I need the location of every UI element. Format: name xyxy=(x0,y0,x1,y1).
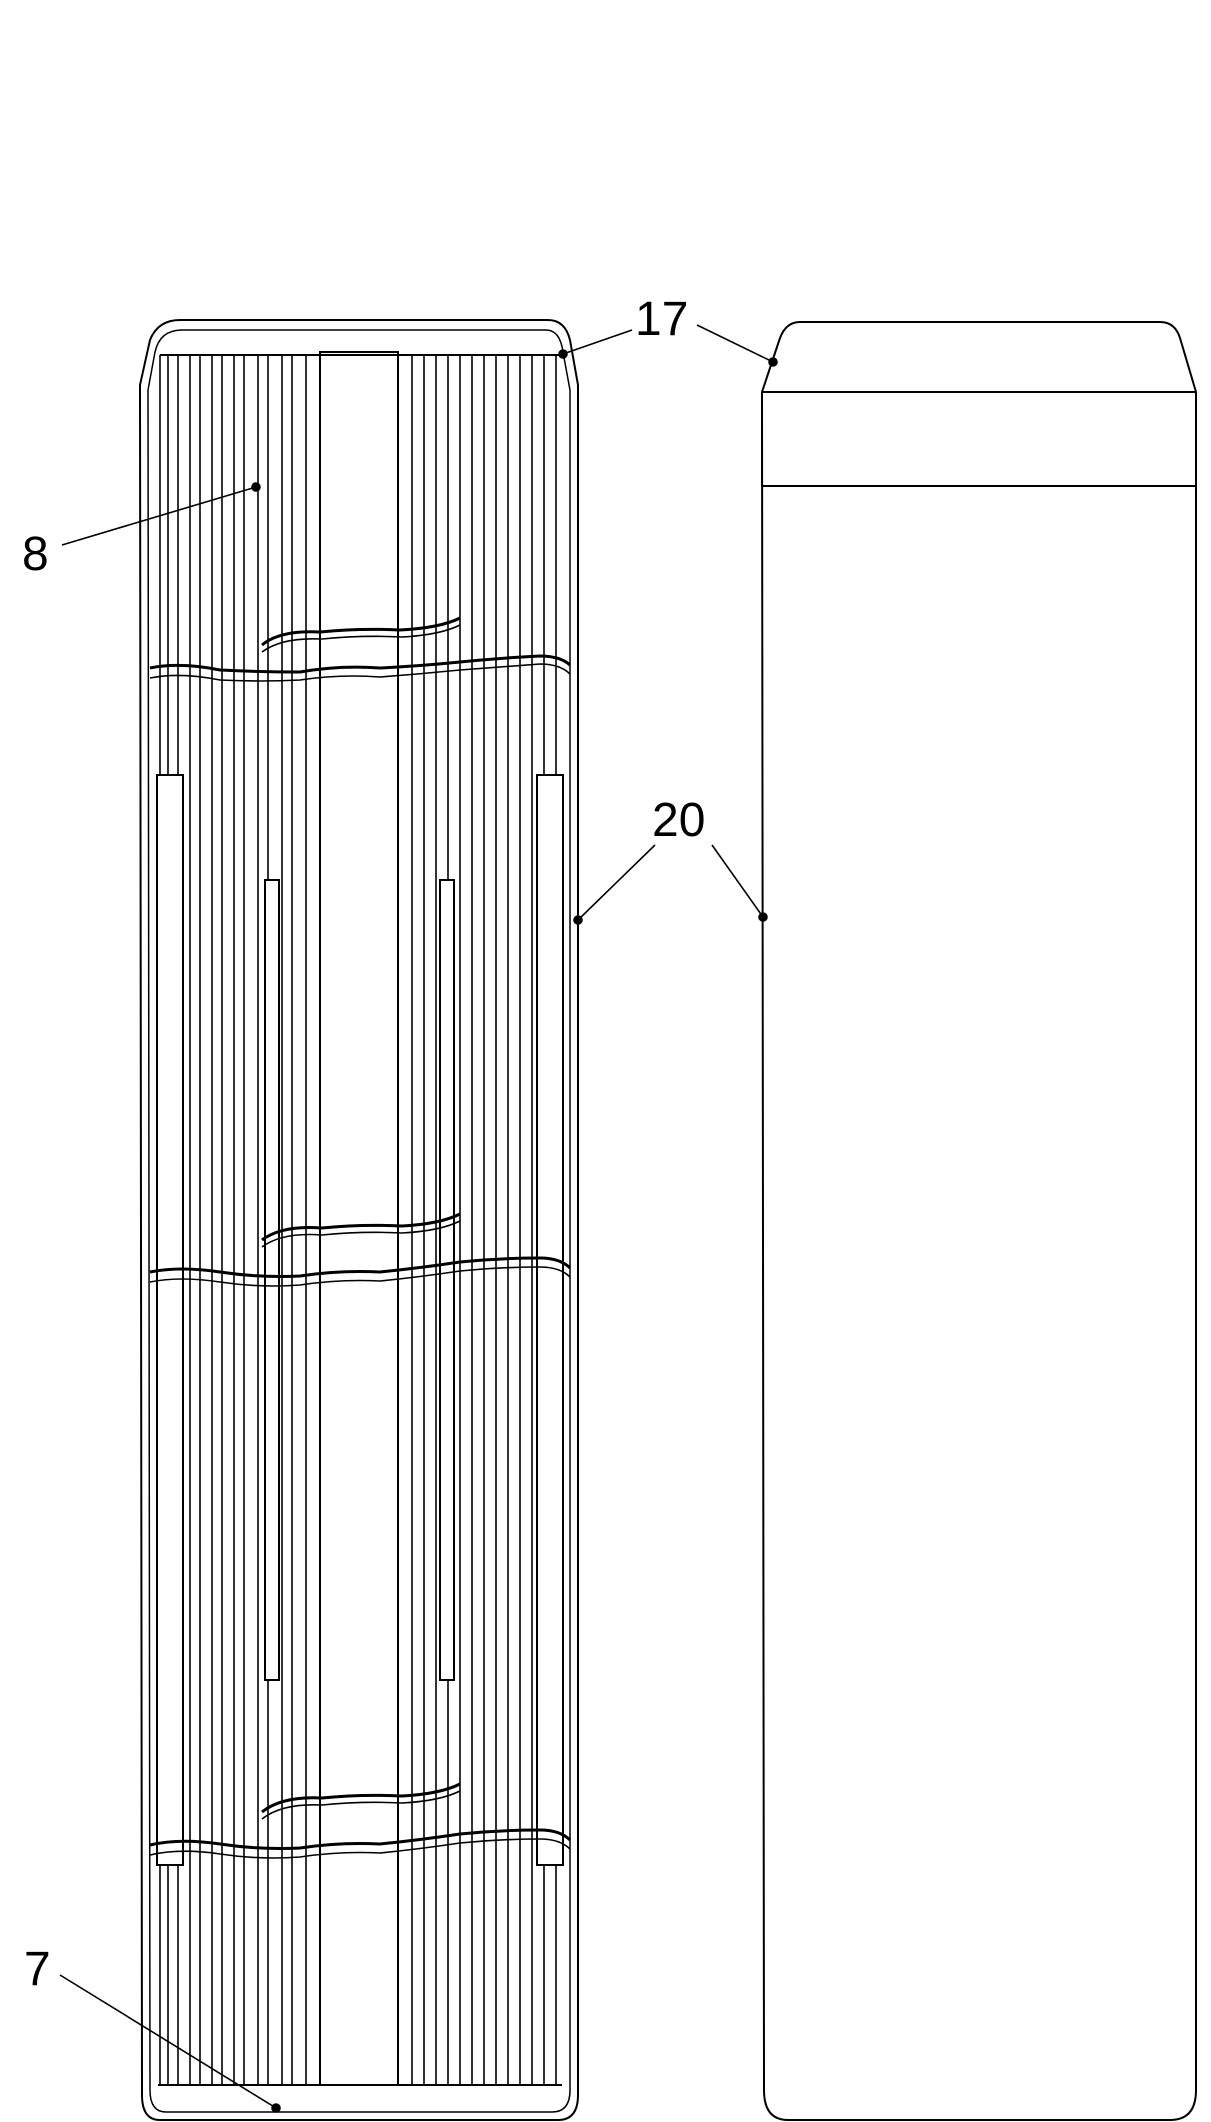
leader-7 xyxy=(59,1974,277,2109)
leader-7-dot xyxy=(271,2103,281,2113)
leader-20-left xyxy=(577,844,656,921)
lower-wire-long-b xyxy=(149,1838,571,1859)
reference-label-8: 8 xyxy=(22,528,49,581)
middle-wire-short xyxy=(261,1212,461,1242)
leader-20-right xyxy=(711,844,764,918)
upper-wire-long-1b xyxy=(149,663,571,682)
central-channel xyxy=(319,351,399,2086)
middle-wire-long xyxy=(149,1256,572,1278)
right-sleeve-outline xyxy=(760,321,1197,2121)
leader-17-left-dot xyxy=(558,349,568,359)
reference-label-17: 17 xyxy=(635,293,688,346)
leader-lines xyxy=(59,324,778,2113)
leader-8 xyxy=(61,486,257,546)
left-clamp-bar xyxy=(156,774,184,1866)
lower-wire-short-b xyxy=(261,1790,461,1820)
lower-wire-long xyxy=(149,1828,572,1850)
leader-17-right-dot xyxy=(768,357,778,367)
reference-label-7: 7 xyxy=(24,1943,51,1996)
middle-wire-long-b xyxy=(149,1266,571,1287)
inner-slot-left xyxy=(264,879,280,1681)
leader-8-dot xyxy=(251,482,261,492)
left-outer-casing xyxy=(138,319,579,2121)
reference-label-20: 20 xyxy=(652,794,705,847)
upper-wire-long-1 xyxy=(149,654,572,674)
upper-wire-short-1 xyxy=(261,616,461,647)
leader-20-left-dot xyxy=(573,915,583,925)
middle-wire-short-b xyxy=(261,1220,461,1248)
lower-wire-short xyxy=(261,1782,461,1814)
leader-17-right xyxy=(696,324,774,363)
leader-20-right-dot xyxy=(758,912,768,922)
left-assembly xyxy=(138,319,579,2121)
right-assembly xyxy=(760,321,1197,2121)
vertical-tubes-right xyxy=(411,355,557,2085)
vertical-tubes-left xyxy=(159,355,307,2085)
left-inner-casing xyxy=(147,329,571,2113)
upper-wire-short-1b xyxy=(261,624,461,653)
inner-slot-right xyxy=(439,879,455,1681)
leader-17-left xyxy=(562,329,633,355)
right-clamp-bar xyxy=(536,774,564,1866)
